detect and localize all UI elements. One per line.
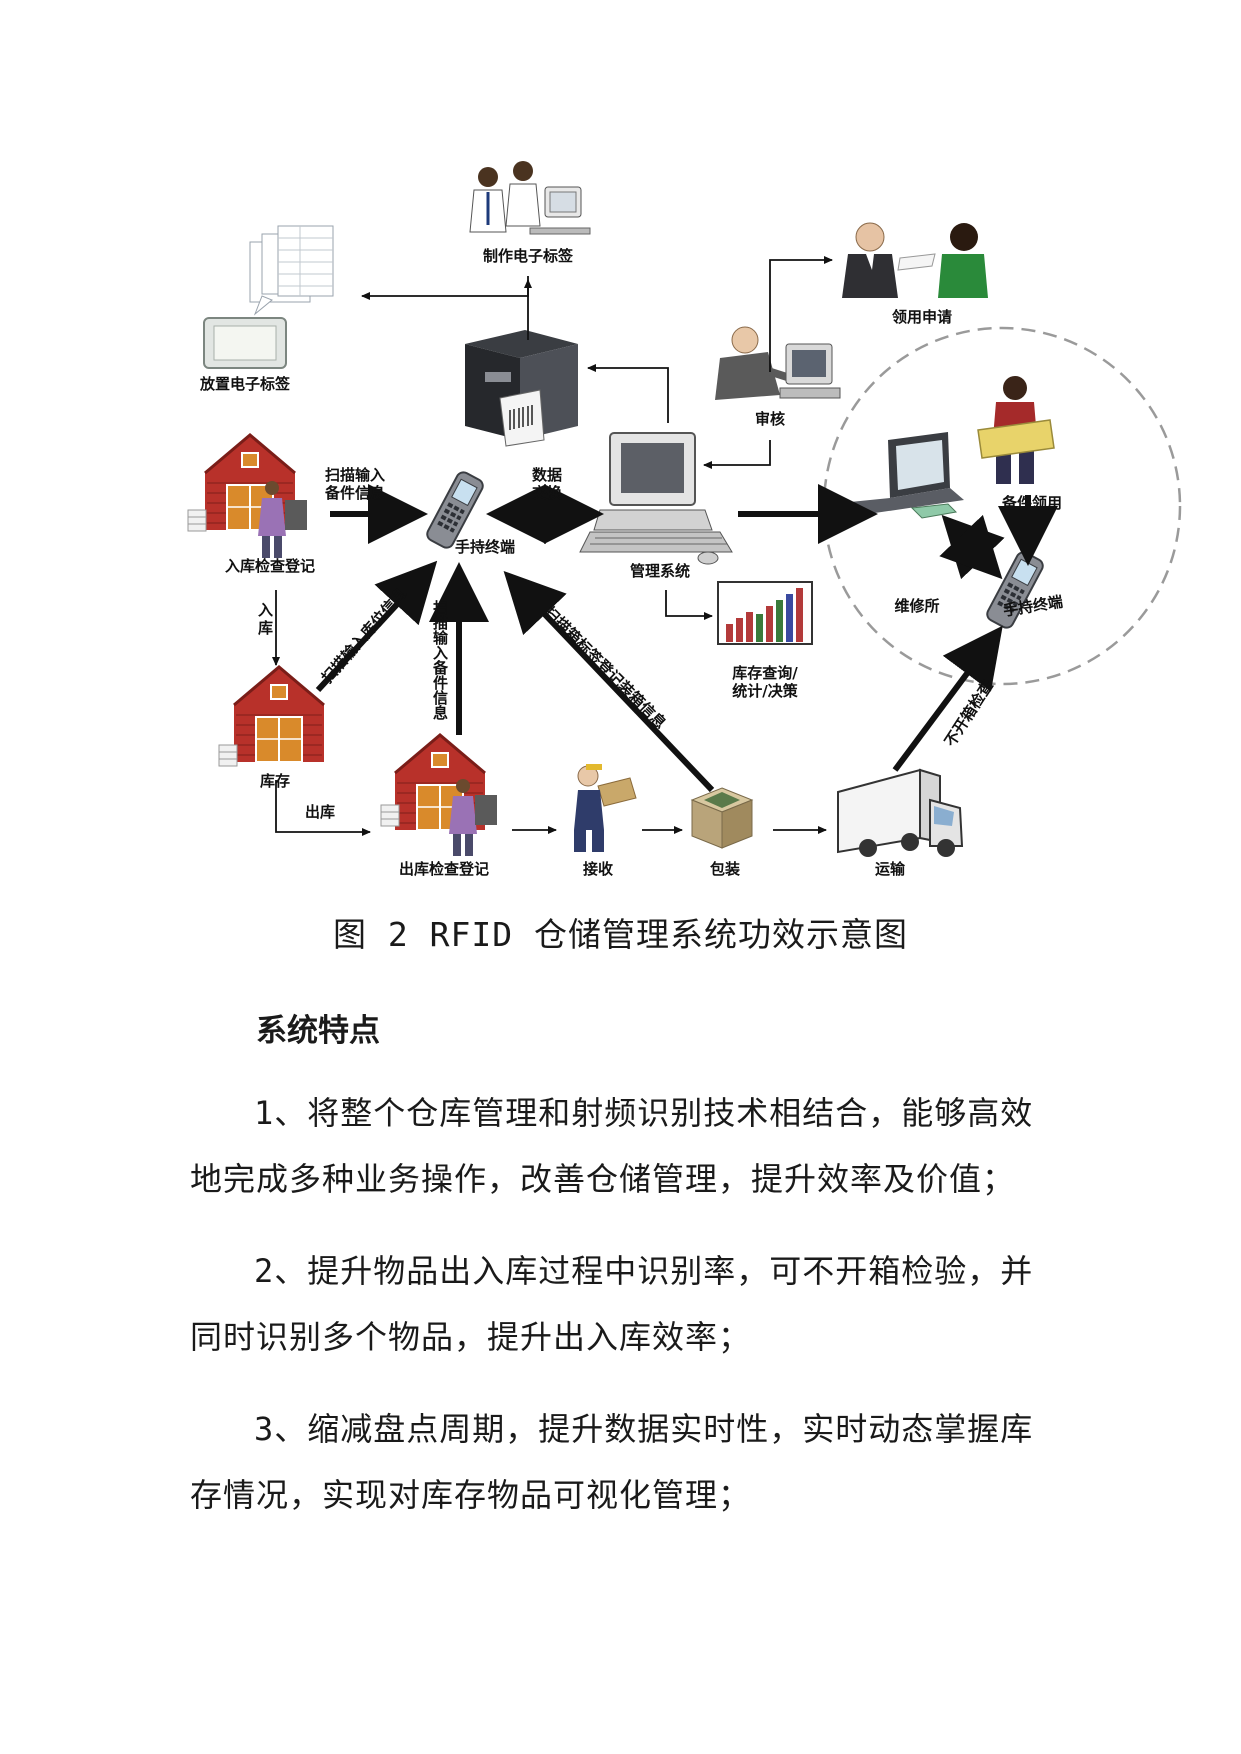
label-place-tag: 放置电子标签: [199, 375, 291, 393]
paragraph-3: 3、缩减盘点周期，提升数据实时性，实时动态掌握库存情况，实现对库存物品可视化管理…: [190, 1410, 1034, 1514]
label-stock-query: 库存查询/ 统计/决策: [732, 664, 798, 700]
section-heading: 系统特点: [256, 1013, 380, 1049]
label-outbound: 出库: [305, 803, 336, 821]
laptop-illustration: [850, 432, 964, 519]
label-scan-spare-info: 扫描输入 备件信息: [325, 466, 386, 502]
inbound-barn-illustration: [187, 433, 307, 558]
label-pack: 包装: [709, 860, 741, 878]
label-scan-spare-vertical: 扫描输入备件信息: [431, 600, 449, 720]
tag-sheets-illustration: [203, 225, 334, 369]
spare-pickup-person-illustration: [977, 376, 1055, 484]
truck-illustration: [837, 768, 964, 857]
label-mgmt-system: 管理系统: [629, 562, 691, 580]
apply-people-illustration: [842, 222, 988, 298]
tag-makers-illustration: [469, 161, 591, 235]
label-handheld-main: 手持终端: [454, 538, 516, 556]
figure-caption: 图 2 RFID 仓储管理系统功效示意图: [333, 915, 908, 954]
label-repair-shop: 维修所: [894, 597, 940, 615]
inventory-barn-illustration: [218, 665, 326, 767]
label-outbound-check: 出库检查登记: [398, 860, 490, 878]
label-inventory: 库存: [259, 772, 291, 790]
label-transport: 运输: [874, 860, 906, 878]
auditor-illustration: [715, 326, 841, 400]
label-printer-illustration: [465, 330, 578, 447]
label-audit: 审核: [754, 410, 786, 428]
label-make-tag: 制作电子标签: [482, 247, 574, 265]
label-apply: 领用申请: [891, 308, 953, 326]
label-inbound: 入 库: [258, 601, 274, 637]
package-box-illustration: [690, 787, 754, 849]
paragraph-2: 2、提升物品出入库过程中识别率，可不开箱检验，并同时识别多个物品，提升出入库效率…: [190, 1252, 1034, 1356]
stock-chart-illustration: [717, 581, 813, 645]
rfid-workflow-diagram: [187, 161, 1182, 857]
management-computer-illustration: [579, 432, 733, 565]
receiver-illustration: [574, 764, 637, 852]
label-data-exchange: 数据 交换: [532, 466, 563, 502]
label-inbound-check: 入库检查登记: [224, 557, 316, 575]
label-receive: 接收: [582, 860, 614, 878]
label-spare-pickup: 备件领用: [1001, 494, 1063, 512]
outbound-barn-illustration: [380, 733, 497, 856]
paragraph-1: 1、将整个仓库管理和射频识别技术相结合，能够高效地完成多种业务操作，改善仓储管理…: [190, 1094, 1034, 1198]
